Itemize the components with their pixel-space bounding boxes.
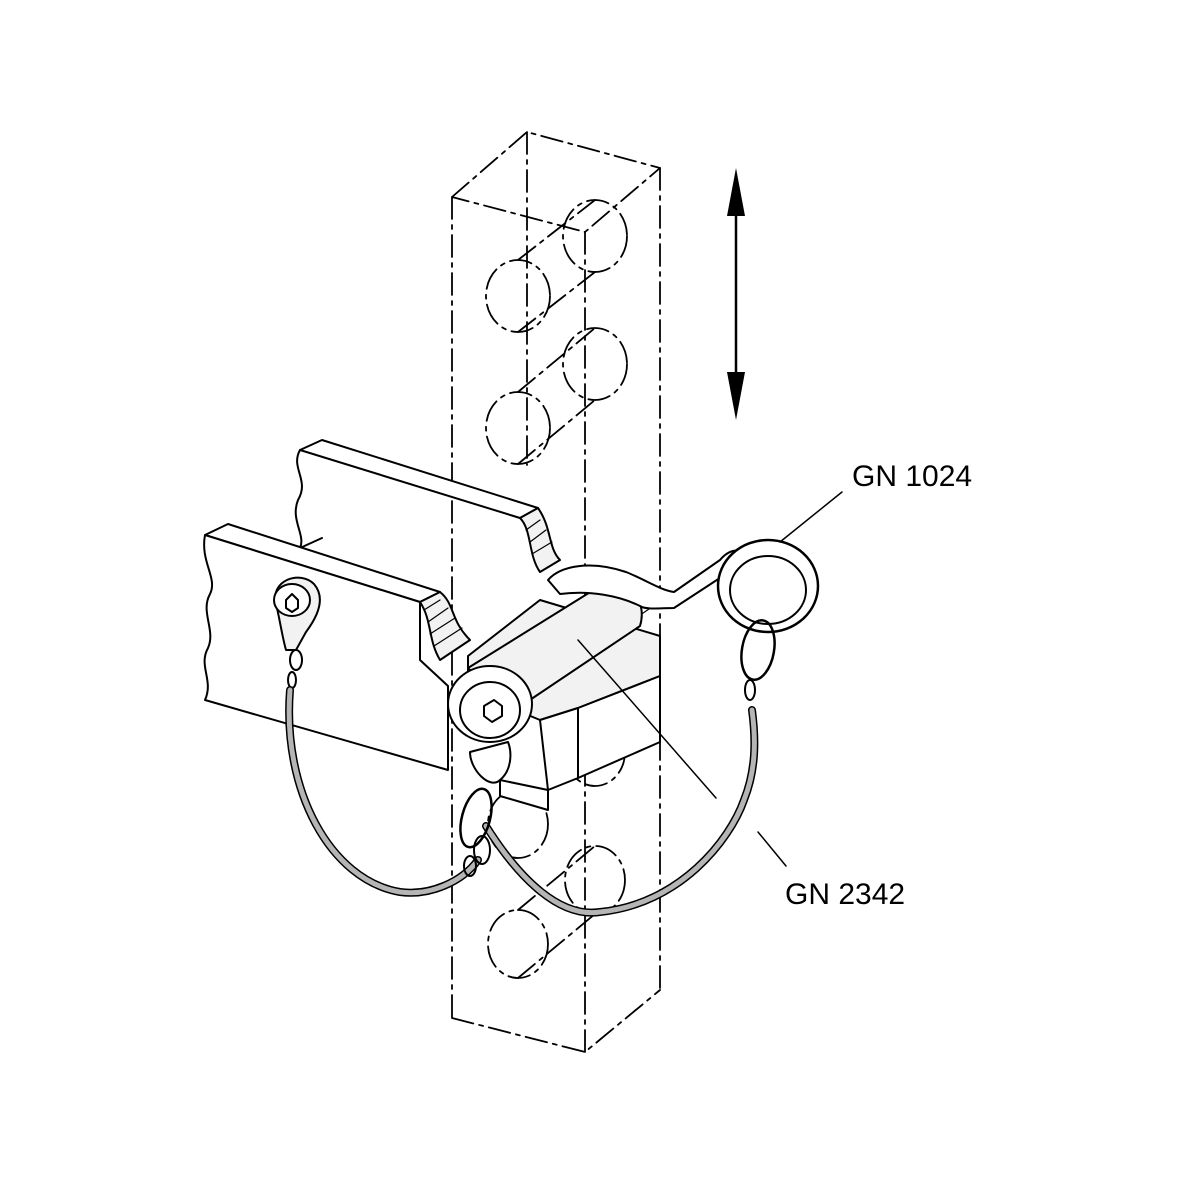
pull-ring-gn1024 (547, 538, 820, 634)
label-gn1024: GN 1024 (852, 460, 973, 493)
cable-anchor-screw (273, 576, 321, 689)
vertical-motion-arrow-icon (727, 168, 745, 420)
label-gn2342: GN 2342 (785, 878, 906, 911)
indexing-plunger-gn2342 (447, 582, 643, 784)
retaining-cables (285, 619, 776, 917)
phantom-post (451, 131, 661, 1053)
leader-lines (577, 491, 843, 867)
